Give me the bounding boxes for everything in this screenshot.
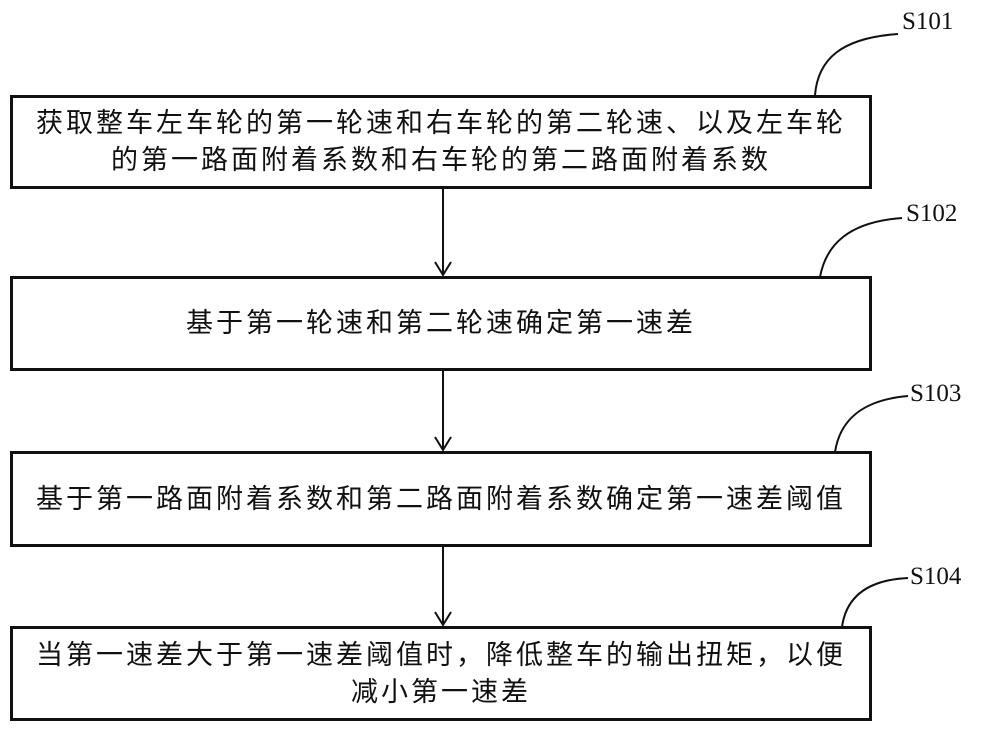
arrow-s102-s103 — [435, 371, 451, 450]
step-text: 获取整车左车轮的第一轮速和右车轮的第二轮速、以及左车轮的第一路面附着系数和右车轮… — [25, 105, 857, 179]
step-label-s102: S102 — [906, 200, 957, 228]
leader-s101 — [815, 34, 898, 95]
step-box-s104: 当第一速差大于第一速差阈值时，降低整车的输出扭矩，以便减小第一速差 — [10, 626, 872, 721]
arrow-s101-s102 — [435, 188, 451, 275]
step-text: 基于第一轮速和第二轮速确定第一速差 — [186, 305, 696, 342]
step-box-s103: 基于第一路面附着系数和第二路面附着系数确定第一速差阈值 — [10, 451, 872, 547]
step-box-s101: 获取整车左车轮的第一轮速和右车轮的第二轮速、以及左车轮的第一路面附着系数和右车轮… — [10, 95, 872, 189]
step-box-s102: 基于第一轮速和第二轮速确定第一速差 — [10, 276, 872, 371]
step-label-s101: S101 — [902, 8, 953, 36]
step-label-s104: S104 — [910, 563, 961, 591]
step-label-s103: S103 — [910, 380, 961, 408]
step-text: 基于第一路面附着系数和第二路面附着系数确定第一速差阈值 — [36, 481, 846, 518]
step-text: 当第一速差大于第一速差阈值时，降低整车的输出扭矩，以便减小第一速差 — [25, 637, 857, 711]
arrow-s103-s104 — [435, 547, 451, 625]
leader-s103 — [835, 396, 908, 452]
leader-s102 — [820, 218, 902, 277]
leader-s104 — [842, 578, 908, 627]
